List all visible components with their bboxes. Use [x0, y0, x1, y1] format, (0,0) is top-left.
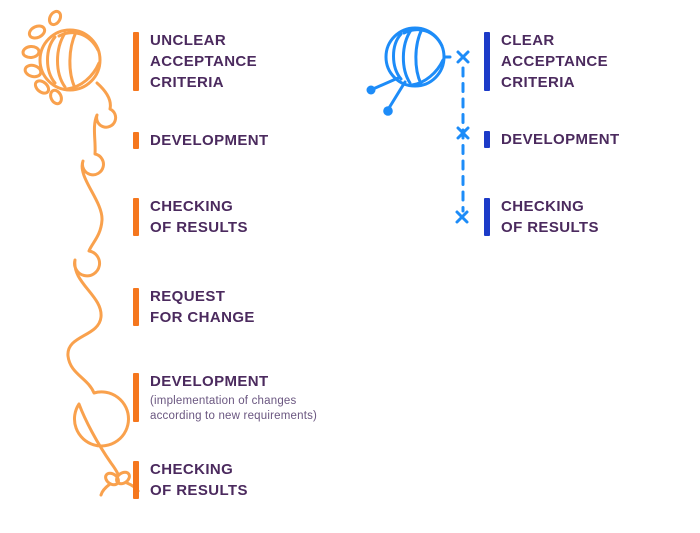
straight-yarn-thread-illustration [366, 26, 470, 224]
step-label-line: OF RESULTS [501, 219, 599, 236]
step-label: UNCLEAR ACCEPTANCE CRITERIA [150, 30, 257, 93]
step-clear-acceptance-criteria: CLEAR ACCEPTANCE CRITERIA [484, 30, 608, 93]
step-label: CHECKING OF RESULTS [150, 459, 248, 501]
step-label-line: OF RESULTS [150, 482, 248, 499]
step-accent-bar [484, 131, 490, 148]
step-label-line: UNCLEAR [150, 32, 227, 49]
step-accent-bar [133, 288, 139, 326]
tangled-thread-line [66, 81, 140, 497]
step-label-line: ACCEPTANCE [150, 53, 258, 70]
step-label-line: CRITERIA [150, 74, 225, 91]
step-note-line: according to new requirements) [150, 410, 318, 422]
step-development-right: DEVELOPMENT [484, 129, 620, 150]
x-mark-icon [456, 126, 470, 140]
step-label-line: ACCEPTANCE [501, 53, 609, 70]
x-mark-icon [456, 50, 470, 64]
step-accent-bar [133, 32, 139, 91]
step-label-line: FOR CHANGE [150, 309, 255, 326]
yarn-ball-icon [21, 9, 102, 106]
step-label-line: DEVELOPMENT [150, 132, 269, 149]
step-checking-of-results-left-final: CHECKING OF RESULTS [133, 459, 248, 501]
step-label-line: CLEAR [501, 32, 555, 49]
yarn-ball-with-needles-icon [366, 26, 446, 116]
knitting-needles-icon [366, 76, 407, 116]
step-label-line: CHECKING [150, 461, 234, 478]
step-label-line: CHECKING [150, 198, 234, 215]
step-unclear-acceptance-criteria: UNCLEAR ACCEPTANCE CRITERIA [133, 30, 257, 93]
step-label: CLEAR ACCEPTANCE CRITERIA [501, 30, 608, 93]
step-accent-bar [133, 461, 139, 499]
step-accent-bar [133, 373, 139, 422]
dashed-thread-line [442, 50, 470, 224]
step-development-of-changes: DEVELOPMENT (implementation of changes a… [133, 371, 317, 424]
step-label-line: REQUEST [150, 288, 226, 305]
step-label: DEVELOPMENT [150, 130, 269, 151]
step-label-line: DEVELOPMENT [501, 131, 620, 148]
step-label: CHECKING OF RESULTS [501, 196, 599, 238]
step-label-line: DEVELOPMENT [150, 373, 269, 390]
step-label: DEVELOPMENT [501, 129, 620, 150]
step-accent-bar [133, 198, 139, 236]
step-checking-of-results-left: CHECKING OF RESULTS [133, 196, 248, 238]
x-mark-icon [455, 210, 469, 224]
step-accent-bar [484, 32, 490, 91]
step-label: REQUEST FOR CHANGE [150, 286, 255, 328]
step-label: DEVELOPMENT (implementation of changes a… [150, 371, 317, 424]
step-request-for-change: REQUEST FOR CHANGE [133, 286, 255, 328]
step-development-left: DEVELOPMENT [133, 130, 269, 151]
tangled-yarn-thread-illustration [21, 9, 140, 497]
step-label-line: OF RESULTS [150, 219, 248, 236]
step-label: CHECKING OF RESULTS [150, 196, 248, 238]
step-note-line: (implementation of changes [150, 395, 297, 407]
step-accent-bar [484, 198, 490, 236]
step-checking-of-results-right: CHECKING OF RESULTS [484, 196, 599, 238]
step-accent-bar [133, 132, 139, 149]
step-label-line: CRITERIA [501, 74, 576, 91]
step-note: (implementation of changes according to … [150, 394, 317, 424]
step-label-line: CHECKING [501, 198, 585, 215]
